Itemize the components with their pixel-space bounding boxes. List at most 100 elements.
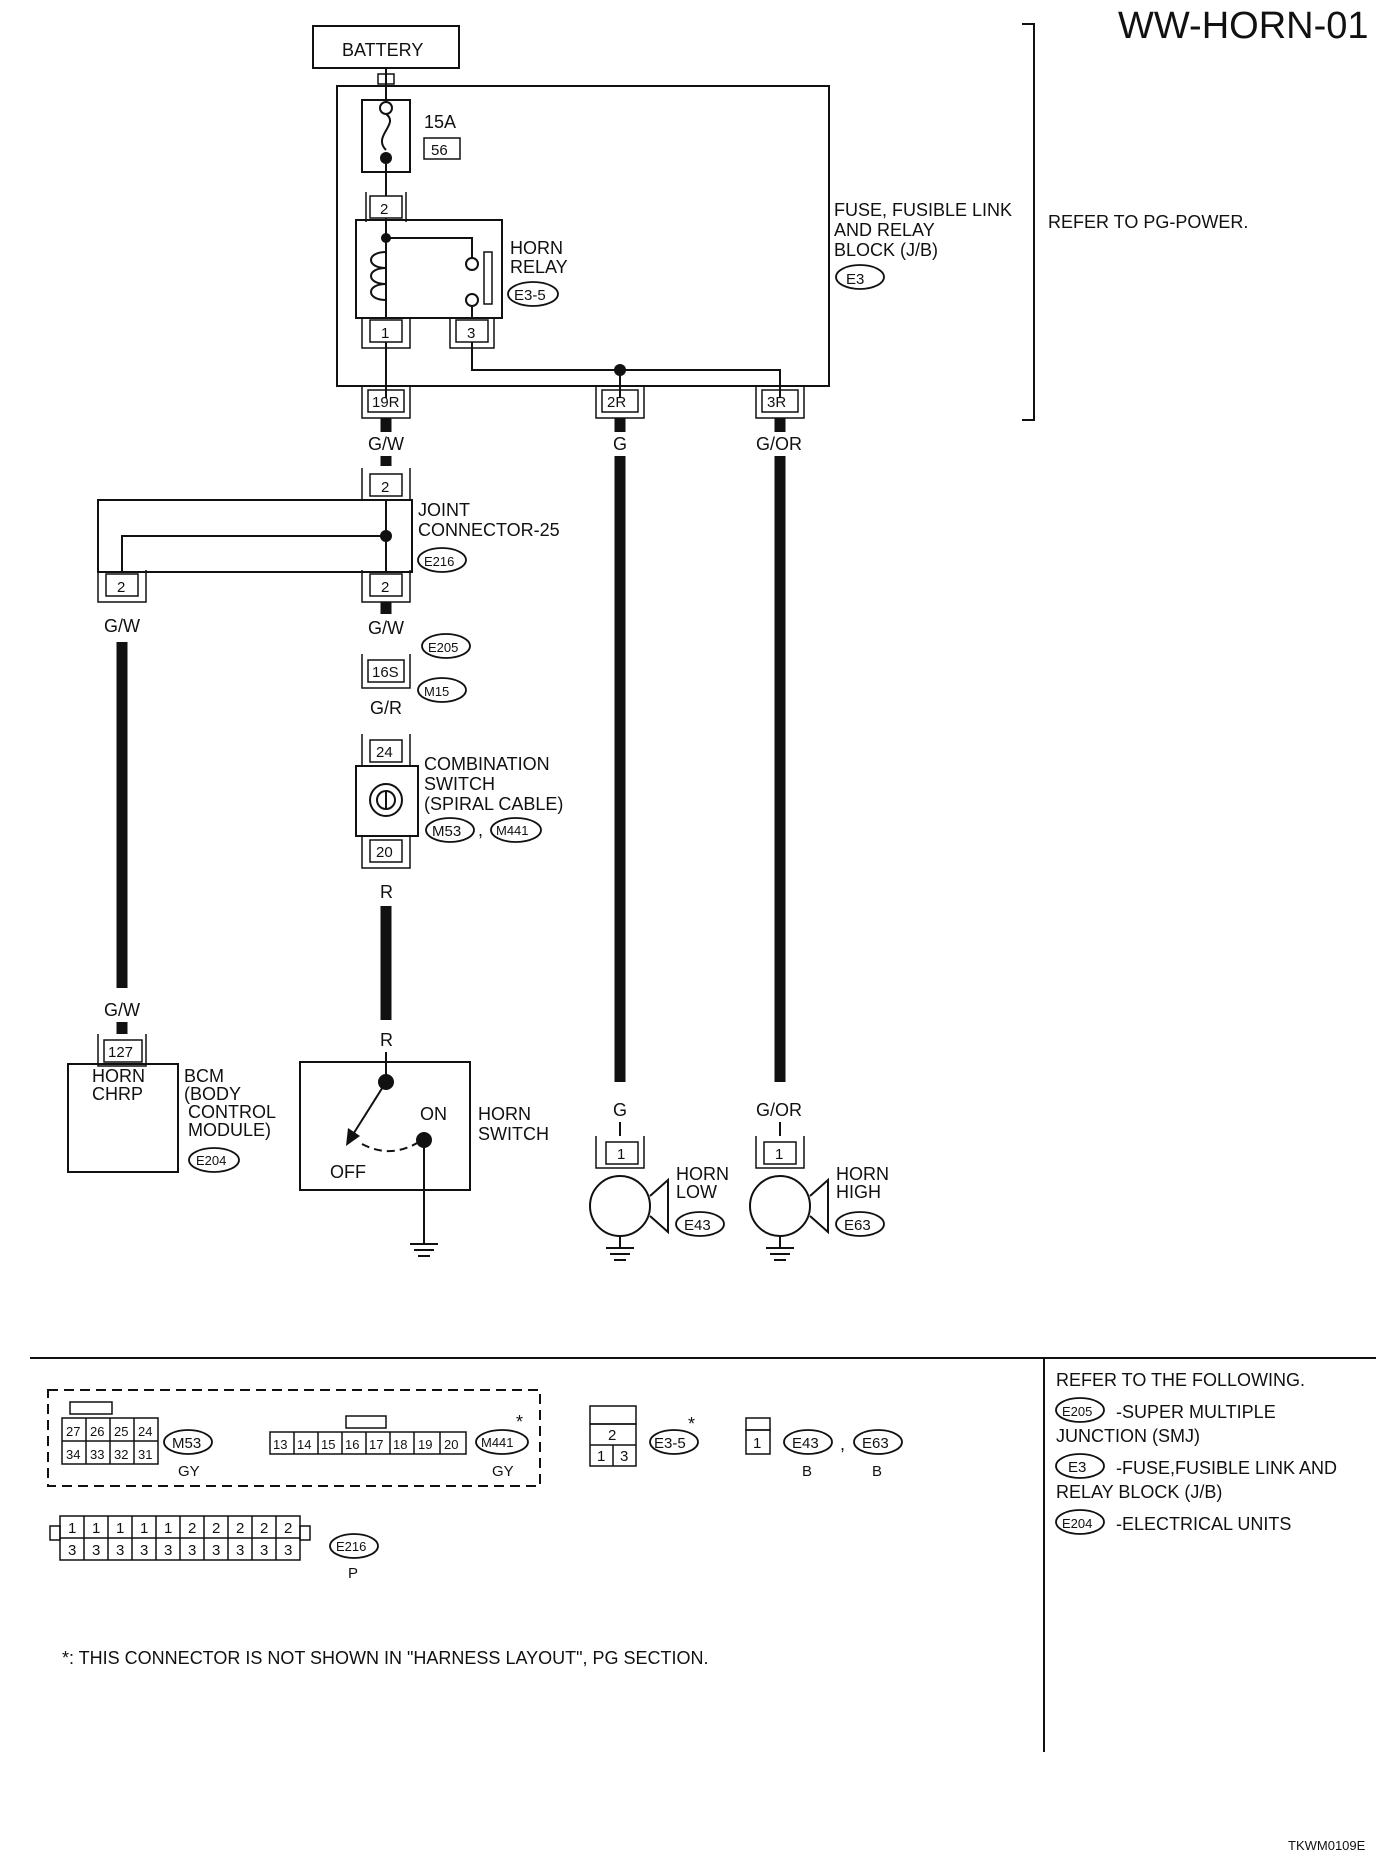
footnote: *: THIS CONNECTOR IS NOT SHOWN IN "HARNE… [62,1648,709,1668]
relay-name-1: HORN [510,238,563,258]
svg-text:2: 2 [608,1427,616,1444]
svg-text:*: * [688,1414,695,1434]
svg-text:3: 3 [212,1542,220,1559]
svg-text:31: 31 [138,1447,152,1462]
footer-code: TKWM0109E [1288,1838,1366,1853]
connector-m441: 13 14 15 16 17 18 19 20 M441 GY * [269,1412,529,1480]
wire-gw-center: G/W [368,618,404,638]
horn-switch-label-2: SWITCH [478,1124,549,1144]
jb-label-2: AND RELAY [834,220,935,240]
svg-text:2: 2 [212,1520,220,1537]
relay-ref: E3-5 [514,287,546,304]
svg-text:GY: GY [492,1463,514,1480]
horn-low-label-1: HORN [676,1164,729,1184]
diagram-title: WW-HORN-01 [1118,5,1369,47]
joint-box [97,499,413,573]
horn-low-icon [589,1175,651,1237]
joint-ref: E216 [424,554,454,569]
combo-ref-1: M53 [432,823,461,840]
svg-text:17: 17 [369,1437,383,1452]
ground-icon [606,1247,634,1261]
horn-low-label-2: LOW [676,1182,717,1202]
svg-text:1: 1 [597,1448,605,1465]
joint-pin-left: 2 [117,579,125,596]
bcm-inner-2: CHRP [92,1084,143,1104]
jb-pin-2r: 2R [595,386,645,419]
wire-gw-1: G/W [368,434,404,454]
joint-label-1: JOINT [418,500,470,520]
wire-r-2: R [380,1030,393,1050]
svg-text:19: 19 [418,1437,432,1452]
svg-text:2: 2 [236,1520,244,1537]
svg-text:2: 2 [284,1520,292,1537]
legend-ref-1: E205 [1062,1404,1092,1419]
svg-text:26: 26 [90,1424,104,1439]
legend-text-2b: RELAY BLOCK (J/B) [1056,1482,1222,1502]
legend-heading: REFER TO THE FOLLOWING. [1056,1370,1305,1390]
bcm-label-3: CONTROL [188,1102,276,1122]
legend-ref-2: E3 [1068,1459,1086,1476]
horn-high-label-1: HORN [836,1164,889,1184]
svg-text:E43: E43 [792,1435,819,1452]
wire-g-1: G [613,434,627,454]
svg-text:27: 27 [66,1424,80,1439]
horn-high-label-2: HIGH [836,1182,881,1202]
bcm-ref: E204 [196,1153,226,1168]
svg-text:1: 1 [164,1520,172,1537]
svg-text:,: , [478,820,483,840]
jb-label-3: BLOCK (J/B) [834,240,938,260]
fuse-amp: 15A [424,112,456,132]
svg-text:3: 3 [236,1542,244,1559]
svg-text:15: 15 [321,1437,335,1452]
svg-text:3: 3 [284,1542,292,1559]
battery-label: BATTERY [342,40,423,60]
joint-label-2: CONNECTOR-25 [418,520,560,540]
svg-text:2: 2 [188,1520,196,1537]
svg-text:M53: M53 [172,1435,201,1452]
combo-pin-20: 20 [376,844,393,861]
combo-label-1: COMBINATION [424,754,550,774]
smj-ref-1: E205 [428,640,458,655]
svg-text:3: 3 [116,1542,124,1559]
bcm-pin: 127 [108,1044,133,1061]
svg-text:3: 3 [164,1542,172,1559]
svg-text:P: P [348,1565,358,1582]
joint-pin-right: 2 [381,579,389,596]
legend-text-2a: -FUSE,FUSIBLE LINK AND [1116,1458,1337,1478]
connector-m53: 27 26 25 24 34 33 32 31 M53 GY [61,1401,213,1480]
svg-text:3: 3 [92,1542,100,1559]
relay-name-2: RELAY [510,257,568,277]
combo-pin-24: 24 [376,744,393,761]
svg-text:1: 1 [140,1520,148,1537]
relay-box [355,219,503,319]
wire-g-2: G [613,1100,627,1120]
svg-text:1: 1 [92,1520,100,1537]
svg-text:1: 1 [68,1520,76,1537]
fuse-number: 56 [431,142,448,159]
svg-text:GY: GY [178,1463,200,1480]
svg-text:2R: 2R [607,394,626,411]
legend-text-1a: -SUPER MULTIPLE [1116,1402,1276,1422]
jb-label-1: FUSE, FUSIBLE LINK [834,200,1012,220]
refer-pg-power: REFER TO PG-POWER. [1048,212,1248,232]
svg-text:3: 3 [260,1542,268,1559]
svg-text:E63: E63 [862,1435,889,1452]
horn-high-ref: E63 [844,1217,871,1234]
svg-text:24: 24 [138,1424,152,1439]
svg-text:34: 34 [66,1447,80,1462]
ground-icon [766,1247,794,1261]
svg-text:E216: E216 [336,1539,366,1554]
joint-pin-top: 2 [381,479,389,496]
wire-gor-1: G/OR [756,434,802,454]
relay-pin-3: 3 [467,325,475,342]
svg-text:18: 18 [393,1437,407,1452]
connector-e216: 1 1 1 1 1 2 2 2 2 2 3 3 3 3 3 3 3 3 3 3 … [49,1515,379,1582]
wire-gr: G/R [370,698,402,718]
svg-text:14: 14 [297,1437,311,1452]
wire-gor-2: G/OR [756,1100,802,1120]
bcm-inner-1: HORN [92,1066,145,1086]
combo-label-2: SWITCH [424,774,495,794]
ground-icon [410,1243,438,1257]
connector-e3-5: 2 1 3 E3-5 * [589,1405,699,1467]
